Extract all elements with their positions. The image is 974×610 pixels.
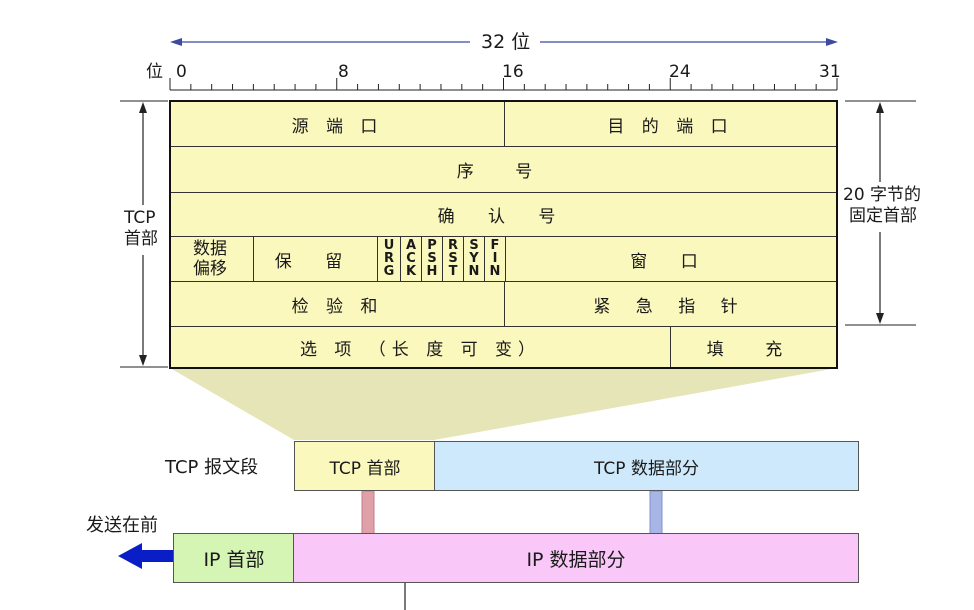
flag-letter: S — [448, 251, 458, 266]
flag-letter: N — [468, 264, 480, 279]
fixed-header-side-label-line1: 20 字节的 — [843, 185, 922, 205]
flag-letter: Y — [469, 251, 479, 266]
flag-letter: T — [448, 264, 458, 279]
data-offset-line2: 偏移 — [193, 259, 227, 279]
field-data-offset: 数据 偏移 — [171, 237, 254, 281]
ip-data: IP 数据部分 — [293, 533, 859, 583]
field-ack-number: 确 认 号 — [437, 207, 570, 227]
row-divider — [171, 281, 836, 282]
ip-header: IP 首部 — [173, 533, 294, 583]
tick-label-24: 24 — [669, 62, 691, 82]
field-reserved: 保 留 — [254, 237, 378, 281]
row-divider — [171, 236, 836, 237]
bit-axis-label: 位 — [146, 62, 163, 82]
flag-letter: P — [427, 238, 437, 253]
field-source-port: 源 端 口 — [291, 116, 384, 137]
send-first-label: 发送在前 — [86, 515, 158, 536]
tick-label-8: 8 — [338, 62, 349, 82]
projection-trapezoid — [170, 368, 837, 440]
flag-letter: U — [383, 238, 395, 253]
flag-letter: R — [383, 251, 394, 266]
flag-letter: H — [426, 264, 438, 279]
fixed-arrow-head-up — [876, 102, 884, 113]
field-dest-port: 目 的 端 口 — [504, 102, 836, 146]
flag-letter: R — [447, 238, 458, 253]
flag-letter: I — [492, 251, 498, 266]
send-first-arrow — [118, 543, 174, 569]
flag-letter: G — [383, 264, 395, 279]
tick-label-16: 16 — [502, 62, 524, 82]
flag-letter: K — [405, 264, 417, 279]
bit-ruler-ticks — [169, 78, 838, 90]
field-options: 选 项 （长 度 可 变） — [299, 339, 542, 360]
tcp-segment-data: TCP 数据部分 — [434, 441, 859, 491]
flag-letter: S — [469, 238, 479, 253]
tcp-segment-label: TCP 报文段 — [165, 457, 259, 478]
fixed-arrow-head-down — [876, 313, 884, 324]
flag-letter: A — [405, 238, 417, 253]
tcp-header-arrow-head-up — [139, 102, 147, 113]
tcp-header-side-label-line2: 首部 — [124, 229, 158, 249]
field-checksum: 检 验 和 — [291, 296, 384, 317]
bits-arrow-head-left — [170, 38, 182, 46]
fixed-header-side-label-line2: 固定首部 — [849, 206, 917, 226]
data-offset-line1: 数据 — [193, 239, 227, 259]
flag-letter: C — [406, 251, 416, 266]
tcp-segment-header: TCP 首部 — [294, 441, 435, 491]
field-sequence-number: 序 号 — [456, 162, 551, 182]
bits-arrow-head-right — [826, 38, 838, 46]
flag-letter: S — [427, 251, 437, 266]
field-padding: 填 充 — [670, 327, 836, 367]
row-divider — [171, 192, 836, 193]
field-urgent-pointer: 紧 急 指 针 — [504, 282, 836, 326]
row-divider — [171, 326, 836, 327]
flag-letter: F — [490, 238, 500, 253]
tcp-header-side-label-line1: TCP — [124, 208, 156, 228]
row-divider — [171, 146, 836, 147]
field-window: 窗 口 — [505, 237, 836, 281]
bits-width-label: 32 位 — [479, 31, 533, 53]
tcp-header-arrow-head-down — [139, 355, 147, 366]
tick-label-31: 31 — [819, 62, 841, 82]
flag-letter: N — [489, 264, 501, 279]
tick-label-0: 0 — [176, 62, 187, 82]
